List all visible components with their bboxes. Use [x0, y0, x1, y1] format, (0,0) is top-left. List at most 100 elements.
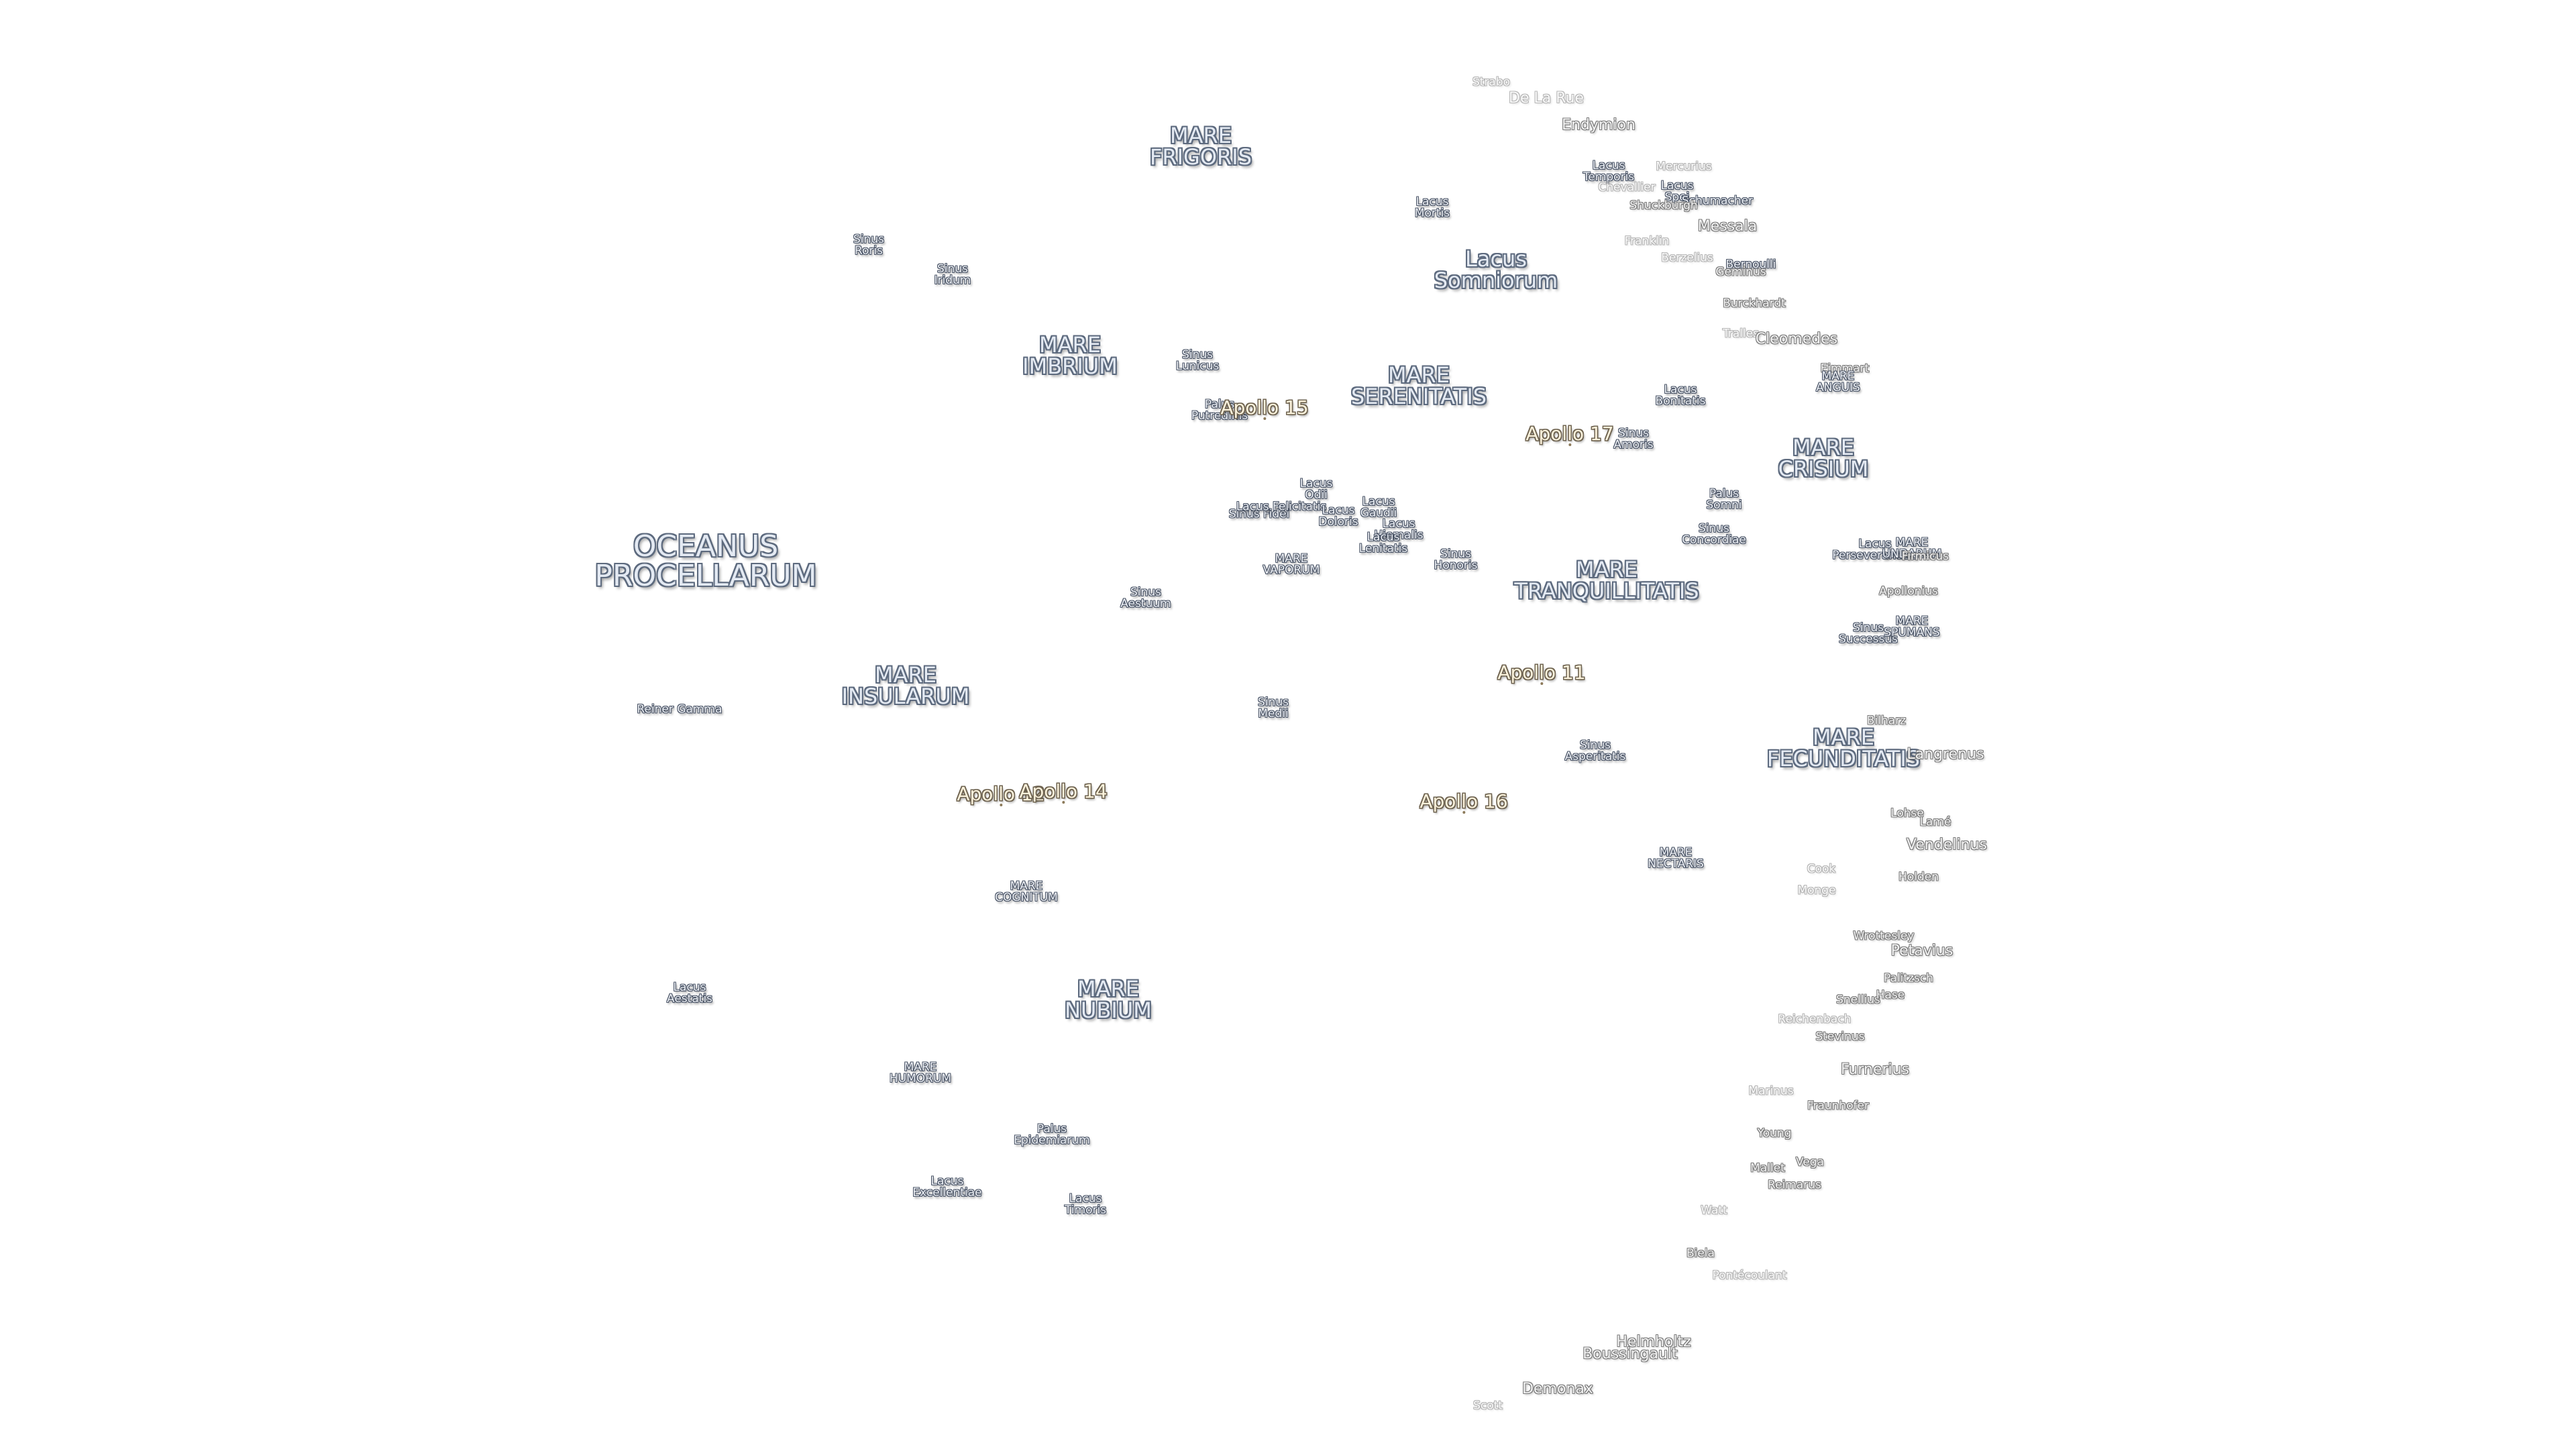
map-label-mare-frigoris[interactable]: MARE FRIGORIS	[1149, 123, 1252, 170]
map-label-eimmart[interactable]: Eimmart	[1820, 362, 1870, 376]
map-label-furnerius[interactable]: Furnerius	[1840, 1061, 1910, 1078]
map-label-hase[interactable]: Hase	[1876, 988, 1905, 1002]
map-label-palus-putredinis[interactable]: Palus Putredinis	[1191, 398, 1248, 423]
map-label-geminus[interactable]: Geminus	[1715, 265, 1766, 279]
map-label-lacus-timoris[interactable]: Lacus Timoris	[1064, 1192, 1107, 1217]
map-label-lacus-doloris[interactable]: Lacus Doloris	[1318, 504, 1358, 529]
map-label-reimarus[interactable]: Reimarus	[1768, 1178, 1821, 1192]
map-label-mare-fecunditatis[interactable]: MARE FECUNDITATIS	[1766, 724, 1921, 771]
map-label-pont-coulant[interactable]: Pontécoulant	[1712, 1269, 1787, 1283]
map-label-burckhardt[interactable]: Burckhardt	[1723, 297, 1786, 311]
map-label-mare-tranquillitatis[interactable]: MARE TRANQUILLITATIS	[1514, 557, 1699, 604]
map-label-mare-nubium[interactable]: MARE NUBIUM	[1065, 976, 1152, 1023]
map-label-lacus-lenitatis[interactable]: Lacus Lenitatis	[1358, 531, 1408, 555]
map-label-apollo-11[interactable]: Apollo 11	[1497, 661, 1586, 685]
map-label-wrottesley[interactable]: Wrottesley	[1853, 929, 1915, 943]
map-label-fraunhofer[interactable]: Fraunhofer	[1807, 1099, 1870, 1113]
map-label-lacus-hiemalis[interactable]: Lacus Hiemalis	[1374, 517, 1424, 542]
map-label-lam[interactable]: Lamé	[1919, 815, 1951, 829]
map-label-mallet[interactable]: Mallet	[1750, 1161, 1785, 1175]
map-label-lacus-spei[interactable]: Lacus Spei	[1660, 179, 1694, 204]
map-label-sinus-concordiae[interactable]: Sinus Concordiae	[1682, 522, 1746, 547]
map-label-lohse[interactable]: Lohse	[1890, 806, 1924, 820]
map-label-mare-vaporum[interactable]: MARE VAPORUM	[1263, 552, 1320, 577]
map-label-vendelinus[interactable]: Vendelinus	[1907, 837, 1987, 853]
map-label-reichenbach[interactable]: Reichenbach	[1778, 1012, 1851, 1026]
map-label-young[interactable]: Young	[1757, 1126, 1792, 1140]
map-label-bilharz[interactable]: Bilharz	[1866, 714, 1907, 728]
map-label-sinus-lunicus[interactable]: Sinus Lunicus	[1175, 348, 1220, 373]
map-label-cleomedes[interactable]: Cleomedes	[1755, 331, 1838, 347]
map-label-endymion[interactable]: Endymion	[1562, 117, 1635, 133]
map-label-apollo-14[interactable]: Apollo 14	[1019, 780, 1108, 804]
map-label-franklin[interactable]: Franklin	[1624, 234, 1670, 248]
map-label-lacus-mortis[interactable]: Lacus Mortis	[1414, 195, 1450, 220]
map-label-apollo-17[interactable]: Apollo 17	[1525, 423, 1614, 446]
map-label-holden[interactable]: Holden	[1898, 870, 1939, 884]
map-label-palus-somni[interactable]: Palus Somni	[1706, 487, 1742, 512]
map-label-mare-nectaris[interactable]: MARE NECTARIS	[1648, 846, 1704, 871]
map-label-lacus-felicitatis[interactable]: Lacus Felicitatis	[1236, 500, 1327, 514]
map-label-de-la-rue[interactable]: De La Rue	[1509, 90, 1584, 107]
map-label-mare-humorum[interactable]: MARE HUMORUM	[889, 1061, 952, 1085]
map-label-strabo[interactable]: Strabo	[1472, 75, 1511, 89]
map-label-langrenus[interactable]: Langrenus	[1907, 746, 1984, 763]
map-label-mare-serenitatis[interactable]: MARE SERENITATIS	[1350, 362, 1487, 409]
map-label-biela[interactable]: Biela	[1686, 1246, 1715, 1260]
map-label-marinus[interactable]: Marinus	[1748, 1084, 1794, 1098]
map-label-sinus-fidei[interactable]: Sinus Fidei	[1228, 507, 1290, 521]
map-label-sinus-amoris[interactable]: Sinus Amoris	[1613, 427, 1654, 451]
map-label-tralles[interactable]: Tralles	[1722, 327, 1760, 341]
map-label-bernoulli[interactable]: Bernoulli	[1725, 258, 1776, 272]
map-label-berzelius[interactable]: Berzelius	[1661, 251, 1713, 265]
map-label-chevallier[interactable]: Chevallier	[1598, 180, 1656, 195]
map-label-palitzsch[interactable]: Palitzsch	[1884, 971, 1933, 985]
map-label-apollo-15[interactable]: Apollo 15	[1220, 396, 1309, 420]
map-label-boussingault[interactable]: Boussingault	[1582, 1346, 1678, 1362]
map-label-mare-anguis[interactable]: MARE ANGUIS	[1816, 370, 1860, 394]
map-label-palus-epidemiarum[interactable]: Palus Epidemiarum	[1014, 1122, 1090, 1147]
map-label-apollonius[interactable]: Apollonius	[1879, 584, 1938, 598]
map-label-sinus-iridum[interactable]: Sinus Iridum	[934, 262, 971, 287]
map-label-lacus-excellentiae[interactable]: Lacus Excellentiae	[912, 1175, 982, 1199]
map-label-mare-insularum[interactable]: MARE INSULARUM	[841, 662, 970, 709]
map-label-oceanus-procellarum[interactable]: OCEANUS PROCELLARUM	[594, 529, 817, 593]
map-label-snellius[interactable]: Snellius	[1836, 993, 1880, 1007]
map-label-lacus-aestatis[interactable]: Lacus Aestatis	[667, 981, 712, 1006]
map-label-watt[interactable]: Watt	[1701, 1203, 1727, 1218]
map-label-demonax[interactable]: Demonax	[1522, 1381, 1593, 1397]
map-label-scott[interactable]: Scott	[1473, 1399, 1503, 1413]
map-label-mare-imbrium[interactable]: MARE IMBRIUM	[1022, 332, 1118, 379]
map-label-lacus-somniorum[interactable]: Lacus Somniorum	[1434, 246, 1558, 293]
map-label-firmicus[interactable]: Firmicus	[1901, 549, 1949, 564]
map-label-lacus-odii[interactable]: Lacus Odii	[1299, 477, 1333, 502]
map-label-sinus-medii[interactable]: Sinus Medii	[1258, 696, 1289, 720]
map-label-sinus-honoris[interactable]: Sinus Honoris	[1434, 547, 1478, 572]
map-label-messala[interactable]: Messala	[1697, 218, 1758, 235]
map-label-mare-crisium[interactable]: MARE CRISIUM	[1778, 435, 1869, 482]
map-label-monge[interactable]: Monge	[1797, 883, 1836, 898]
map-label-shuckburgh[interactable]: Shuckburgh	[1629, 199, 1698, 213]
map-label-mare-cognitum[interactable]: MARE COGNITUM	[995, 879, 1058, 904]
map-label-mercurius[interactable]: Mercurius	[1656, 160, 1712, 174]
map-label-sinus-aestuum[interactable]: Sinus Aestuum	[1120, 586, 1171, 610]
map-label-sinus-asperitatis[interactable]: Sinus Asperitatis	[1564, 739, 1626, 763]
map-label-apollo-12[interactable]: Apollo 12	[957, 783, 1045, 806]
map-label-helmholtz[interactable]: Helmholtz	[1616, 1334, 1691, 1350]
map-label-lacus-bonitatis[interactable]: Lacus Bonitatis	[1655, 383, 1706, 408]
map-label-lacus-gaudii[interactable]: Lacus Gaudii	[1360, 495, 1397, 520]
map-label-sinus-successus[interactable]: Sinus Successus	[1838, 621, 1898, 646]
map-label-cook[interactable]: Cook	[1807, 862, 1836, 876]
map-label-lacus-temporis[interactable]: Lacus Temporis	[1582, 159, 1635, 184]
map-label-reiner-gamma[interactable]: Reiner Gamma	[637, 702, 722, 716]
map-label-schumacher[interactable]: Schumacher	[1681, 194, 1754, 208]
map-label-stevinus[interactable]: Stevinus	[1815, 1030, 1865, 1044]
map-label-mare-spumans[interactable]: MARE SPUMANS	[1884, 614, 1940, 639]
map-label-mare-undarum[interactable]: MARE UNDARUM	[1882, 536, 1942, 561]
map-label-petavius[interactable]: Petavius	[1890, 943, 1953, 959]
map-label-lacus-perseverantiae[interactable]: Lacus Perseverantiae	[1832, 537, 1918, 562]
map-label-sinus-roris[interactable]: Sinus Roris	[853, 233, 884, 258]
map-label-apollo-16[interactable]: Apollo 16	[1419, 790, 1508, 814]
map-label-vega[interactable]: Vega	[1796, 1155, 1824, 1169]
